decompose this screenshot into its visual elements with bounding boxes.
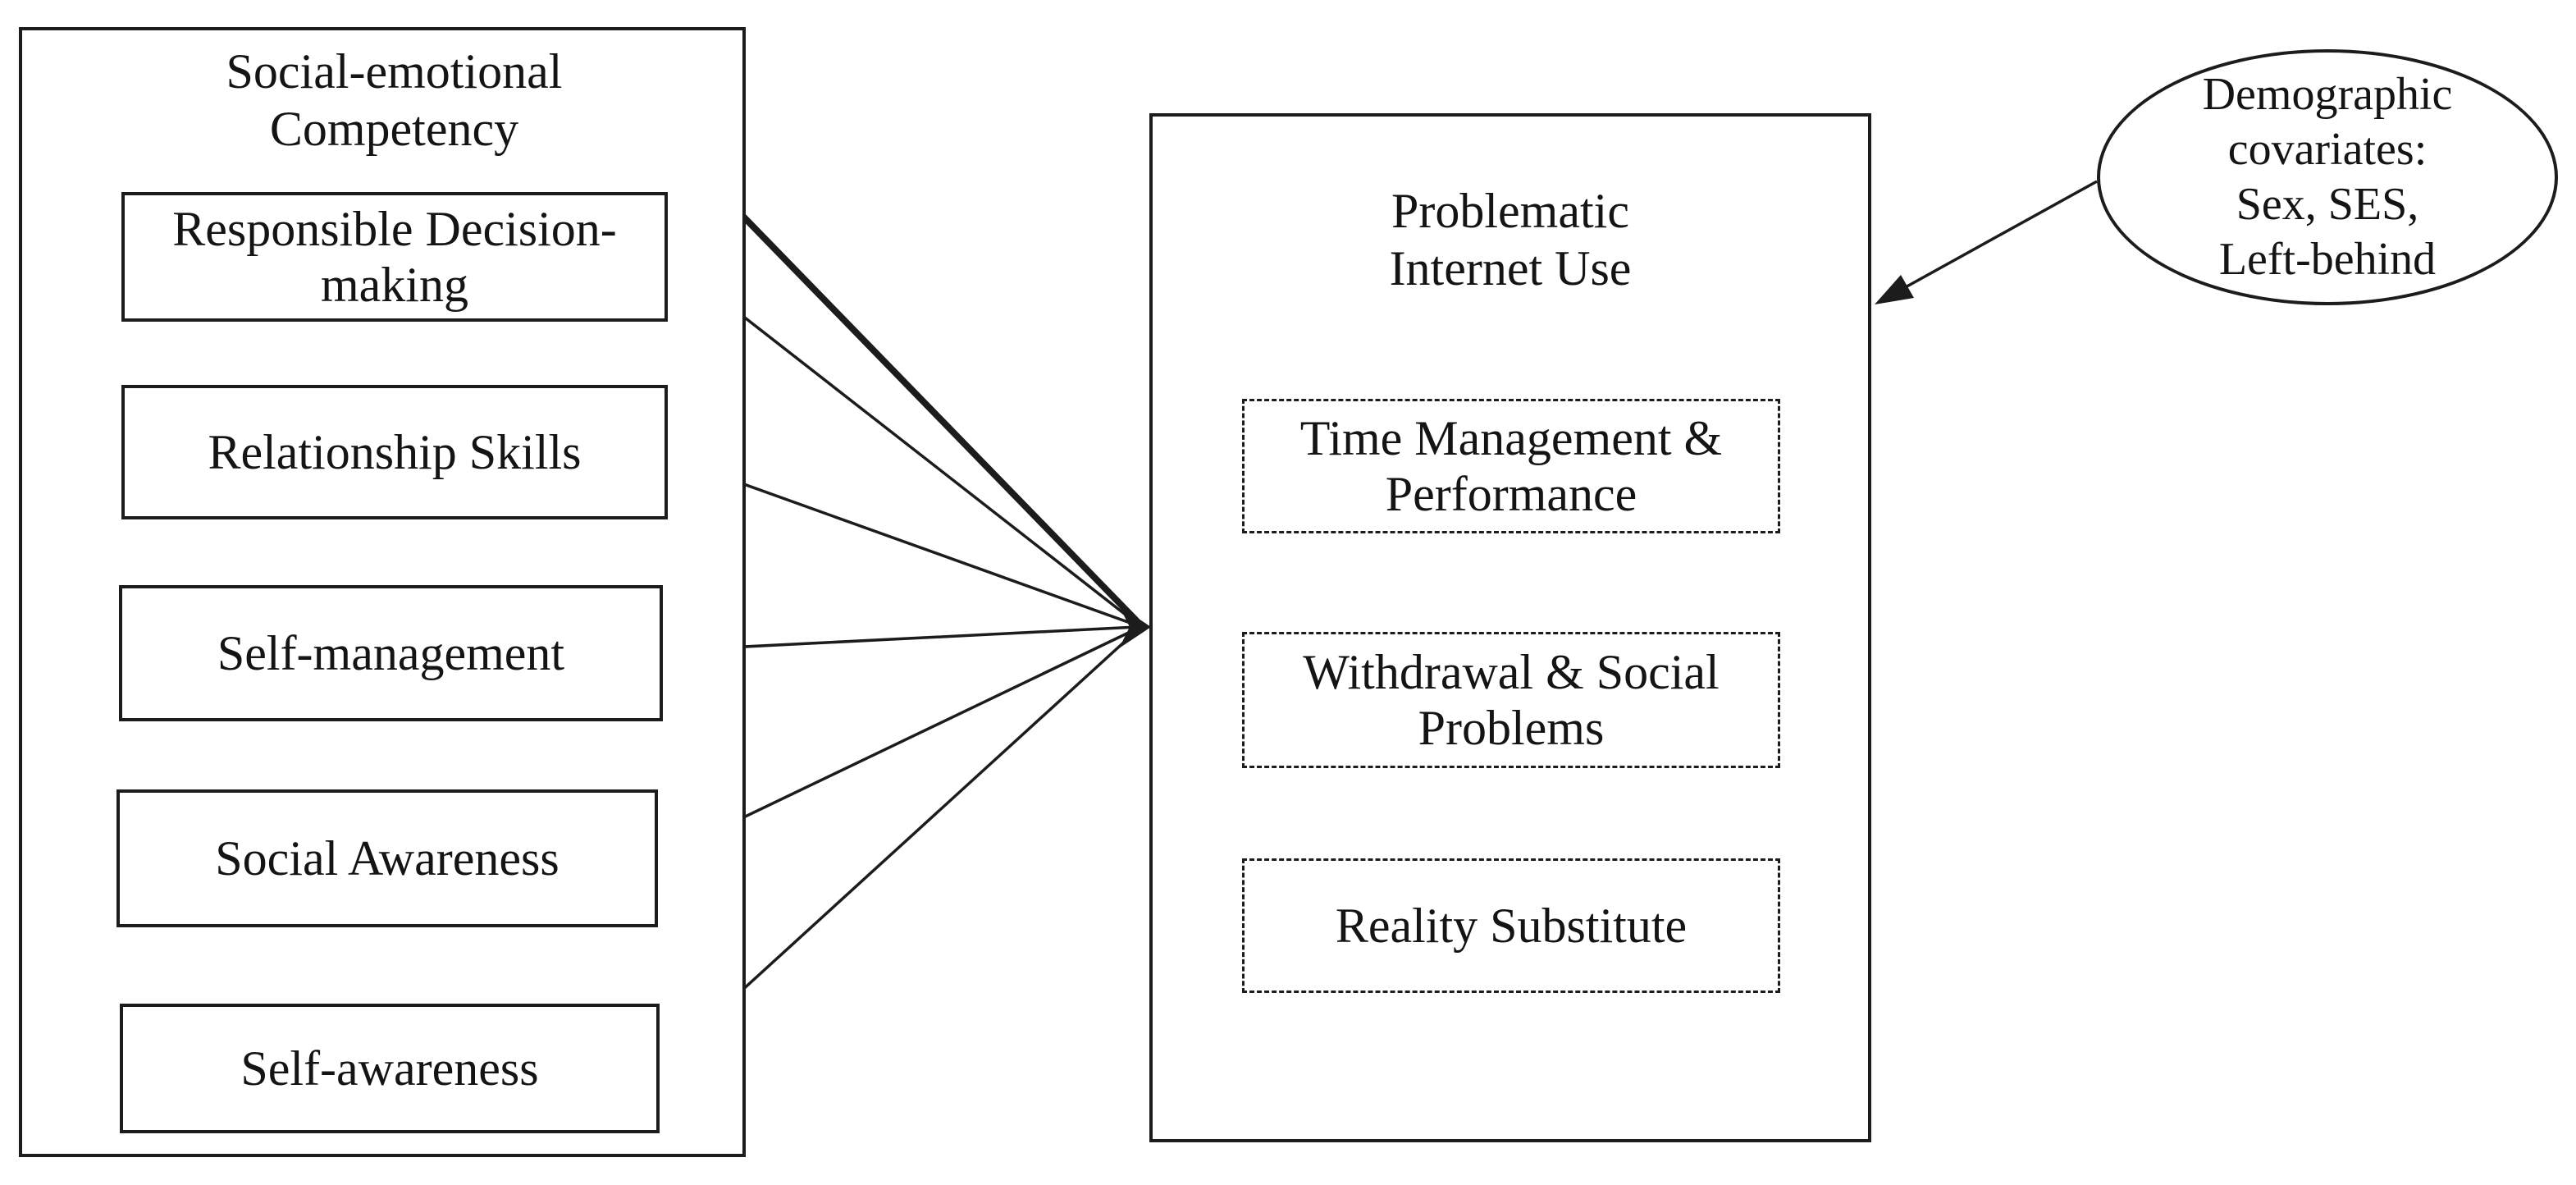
sec-item-label: Self-awareness [240,1041,539,1096]
arrowhead-into-piu [1119,606,1151,648]
sec-item-label: Social Awareness [215,831,560,885]
sec-item-relationship-skills: Relationship Skills [121,385,668,519]
covariates-ellipse: Demographic covariates: Sex, SES, Left-b… [2097,49,2558,305]
sec-title: Social-emotional Competency [226,44,563,156]
sec-item-label: Responsible Decision- making [172,202,617,312]
piu-dimension-label: Withdrawal & Social Problems [1303,645,1720,755]
sec-item-label: Relationship Skills [208,425,582,479]
piu-dimension-label: Reality Substitute [1335,899,1688,953]
piu-box [1149,113,1871,1142]
path-covariates-to-piu [1894,180,2098,295]
sec-item-self-awareness: Self-awareness [120,1004,660,1133]
sec-item-label: Self-management [217,626,565,680]
arrowhead-covariates [1875,275,1914,304]
sec-item-self-management: Self-management [119,585,663,721]
piu-dimension-time-management-performance: Time Management & Performance [1242,399,1780,533]
covariates-label: Demographic covariates: Sex, SES, Left-b… [2202,69,2453,285]
sec-item-responsible-decision-making: Responsible Decision- making [121,192,668,322]
piu-dimension-withdrawal-social-problems: Withdrawal & Social Problems [1242,632,1780,768]
piu-dimension-reality-substitute: Reality Substitute [1242,858,1780,993]
piu-dimension-label: Time Management & Performance [1299,411,1723,521]
sec-item-social-awareness: Social Awareness [116,789,658,927]
piu-title: Problematic Internet Use [1389,184,1632,295]
